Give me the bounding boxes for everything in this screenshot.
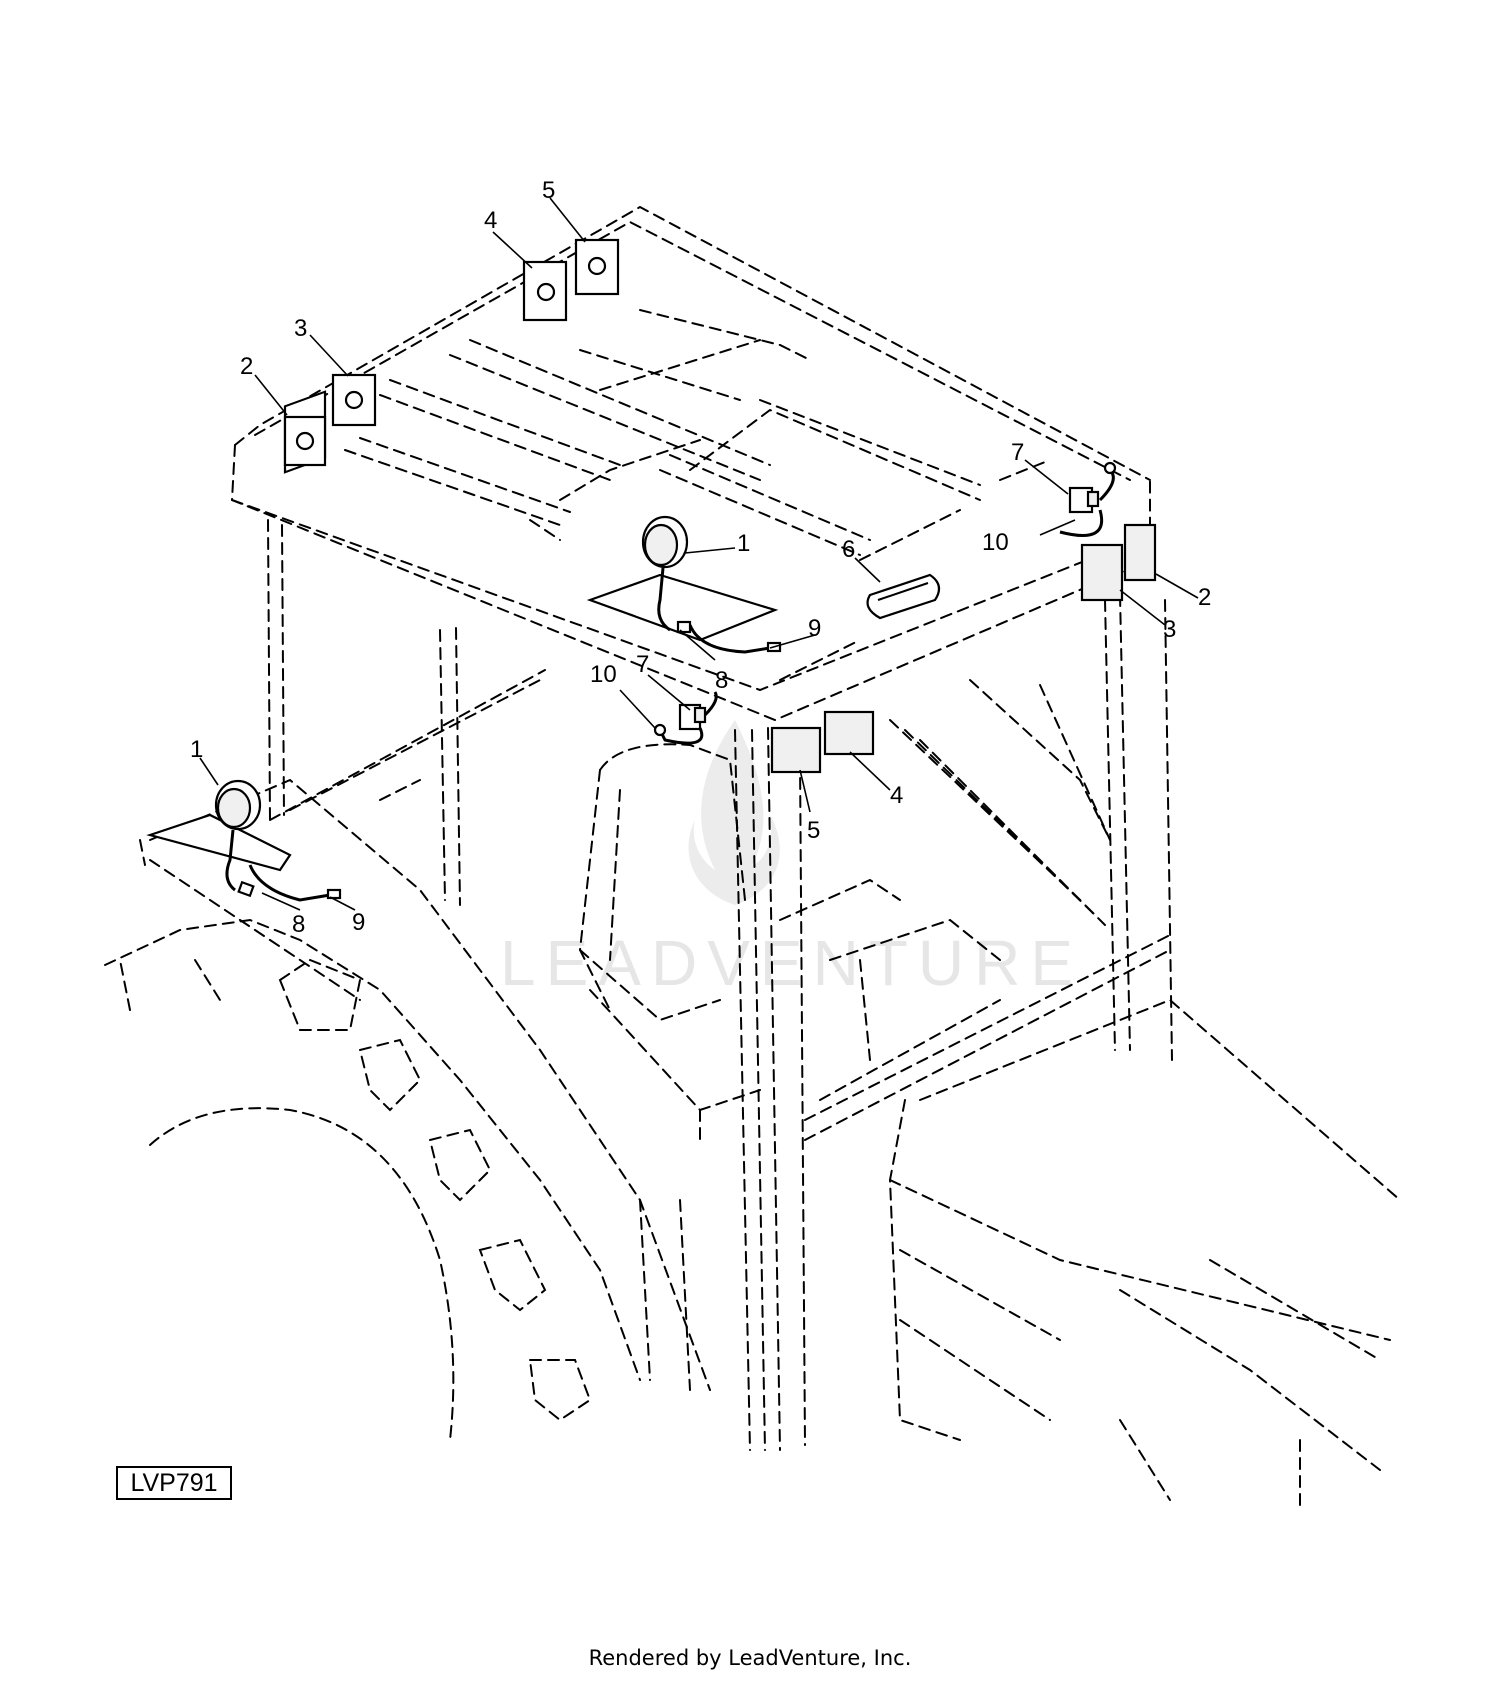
callout-2-front: 2 [1198,584,1211,611]
callout-7-right: 7 [1011,439,1024,466]
callout-8-left: 8 [292,911,305,938]
callout-4-front: 4 [890,782,903,809]
dome-light [866,573,941,620]
switch-and-harness [653,461,1117,745]
work-light-roof [586,515,782,654]
callout-1-left-light: 1 [190,736,203,763]
callout-2-rear: 2 [240,353,253,380]
callout-5-rear: 5 [542,177,555,204]
leader-lines [199,197,1199,911]
callout-10-center: 10 [590,661,617,688]
callout-9-left: 9 [352,909,365,936]
callout-6: 6 [842,536,855,563]
watermark-text: LEADVENTURE [500,927,1083,999]
callout-3-rear: 3 [294,315,307,342]
hood-outline [888,998,1401,1511]
callout-9-roof: 9 [808,615,821,642]
cab-roof-outline [230,205,1151,722]
callout-7-center: 7 [636,651,649,678]
callout-3-front: 3 [1163,616,1176,643]
roof-lights [283,238,1157,774]
footer-credit: Rendered by LeadVenture, Inc. [588,1646,912,1670]
callout-8-roof: 8 [715,667,728,694]
diagram-code-label: LVP791 [116,1466,232,1500]
work-light-left [146,779,342,902]
callout-4-rear: 4 [484,207,497,234]
fender-and-tire [104,778,711,1441]
callout-5-front: 5 [807,817,820,844]
watermark: LEADVENTURE [500,720,1083,999]
callout-labels: 1 1 2 2 3 3 4 4 5 5 6 7 7 8 8 9 9 10 10 [190,177,1211,938]
cab-interior [578,743,1001,1141]
callout-10-right: 10 [982,529,1009,556]
callout-1-roof-light: 1 [737,530,750,557]
watermark-flame-logo [688,720,780,905]
